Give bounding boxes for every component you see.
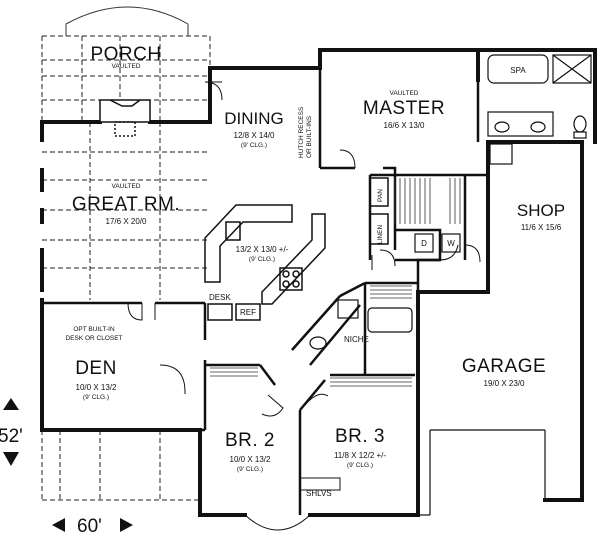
- washer-label: W: [447, 239, 455, 248]
- linen-label: LINEN: [377, 225, 384, 244]
- br3-label: BR. 3: [335, 426, 385, 447]
- arrow-right-icon: [120, 518, 133, 532]
- desk-label: DESK: [209, 293, 231, 302]
- desk-ref: [207, 303, 261, 321]
- porch-label: PORCH: [90, 44, 161, 65]
- builtin-label-1: OPT BUILT-IN: [73, 326, 115, 333]
- pan-label: PAN: [377, 189, 384, 202]
- closet-hatching: [210, 178, 461, 387]
- shop-size: 11/6 X 15/6: [521, 223, 562, 232]
- den-size: 10/0 X 13/2: [76, 383, 117, 392]
- depth-dimension: 52': [0, 398, 23, 466]
- br2-label: BR. 2: [225, 430, 275, 451]
- hutch-label-2: OR BUILT-INS: [306, 115, 313, 158]
- width-dimension: 60': [52, 516, 133, 537]
- master-label: MASTER: [363, 98, 445, 119]
- br2-size: 10/0 X 13/2: [230, 455, 271, 464]
- shop-label: SHOP: [517, 201, 565, 220]
- great-size: 17/6 X 20/0: [106, 217, 147, 226]
- garage-door: [418, 429, 582, 516]
- laundry: [414, 233, 461, 253]
- arrow-left-icon: [52, 518, 65, 532]
- master-note: VAULTED: [389, 90, 418, 97]
- shelves-label: SHLVS: [306, 489, 332, 498]
- porch-arc: [65, 6, 189, 25]
- depth-label: 52': [0, 426, 23, 447]
- kitchen-clg: (9' CLG.): [249, 256, 275, 263]
- great-label: GREAT RM.: [72, 194, 180, 215]
- shelves: [299, 477, 341, 491]
- fireplace: [99, 99, 151, 137]
- dining-label: DINING: [224, 109, 284, 128]
- den-clg: (9' CLG.): [83, 394, 109, 401]
- dryer-label: D: [421, 239, 427, 248]
- porch-note: VAULTED: [111, 63, 140, 70]
- garage-size: 19/0 X 23/0: [484, 379, 525, 388]
- br3-clg: (9' CLG.): [347, 462, 373, 469]
- den-label: DEN: [75, 358, 117, 379]
- garage-label: GARAGE: [462, 356, 546, 377]
- master-size: 16/6 X 13/0: [384, 121, 425, 130]
- kitchen-counters: [204, 204, 326, 305]
- builtin-label-2: DESK OR CLOSET: [65, 335, 122, 342]
- niche-label: NICHE: [344, 335, 369, 344]
- br3-size: 11/8 X 12/2 +/-: [334, 451, 386, 460]
- dining-size: 12/8 X 14/0: [234, 131, 275, 140]
- great-note: VAULTED: [111, 183, 140, 190]
- pantry-linen: [369, 177, 389, 245]
- ref-label: REF: [240, 308, 256, 317]
- interior-walls: [42, 68, 490, 515]
- br2-clg: (9' CLG.): [237, 466, 263, 473]
- width-label: 60': [77, 516, 102, 537]
- arrow-up-icon: [3, 398, 19, 410]
- hutch-label-1: HUTCH RECESS: [298, 106, 305, 158]
- door-swings: [127, 81, 481, 531]
- spa-label: SPA: [510, 66, 526, 75]
- kitchen-size: 13/2 X 13/0 +/-: [236, 245, 289, 254]
- arrow-down-icon: [3, 452, 19, 466]
- bath-fixtures: [309, 54, 592, 350]
- dining-clg: (9' CLG.): [241, 142, 267, 149]
